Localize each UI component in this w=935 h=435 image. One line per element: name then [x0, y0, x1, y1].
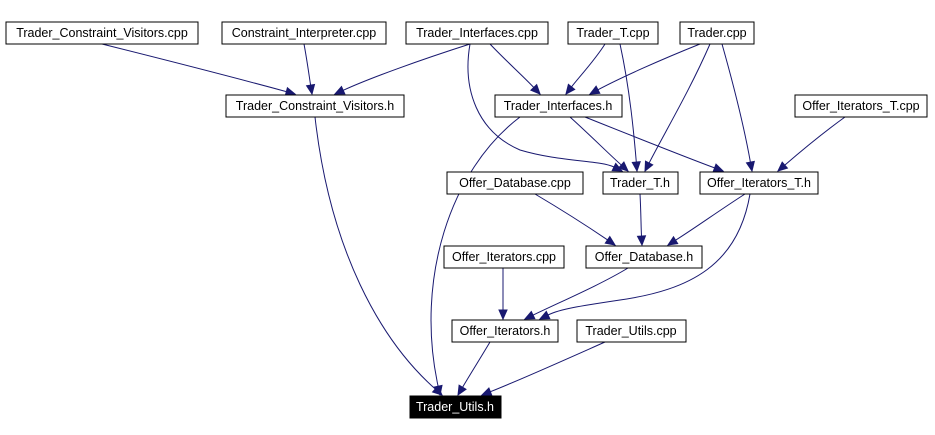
edge-line: [648, 43, 711, 164]
svg-text:Trader_Interfaces.cpp: Trader_Interfaces.cpp: [416, 26, 538, 40]
arrowhead-icon: [498, 309, 508, 321]
arrowhead-icon: [333, 85, 346, 95]
svg-text:Trader_Utils.cpp: Trader_Utils.cpp: [585, 324, 676, 338]
arrowhead-icon: [604, 235, 617, 246]
arrowhead-icon: [777, 161, 789, 172]
edge-line: [584, 116, 715, 169]
svg-text:Trader_Constraint_Visitors.cpp: Trader_Constraint_Visitors.cpp: [16, 26, 188, 40]
node-trader-constraint-visitors-h[interactable]: Trader_Constraint_Visitors.h: [225, 94, 405, 118]
edge-od-cpp-to-od-h: [534, 193, 617, 246]
node-constraint-interpreter-cpp[interactable]: Constraint_Interpreter.cpp: [221, 21, 387, 45]
node-offer-database-h[interactable]: Offer_Database.h: [585, 245, 703, 269]
svg-text:Offer_Iterators_T.cpp: Offer_Iterators_T.cpp: [802, 99, 919, 113]
edge-ti-cpp-to-tcv-h: [333, 43, 471, 95]
edge-trader-cpp-to-oit-h: [721, 43, 755, 173]
edge-tcv-cpp-to-tcv-h: [101, 43, 297, 97]
edge-line: [721, 43, 751, 163]
svg-text:Trader_T.cpp: Trader_T.cpp: [576, 26, 649, 40]
edge-ti-cpp-to-ti-h: [489, 43, 541, 95]
edge-oit-h-to-od-h: [666, 193, 746, 246]
edge-tt-cpp-to-tt-h: [619, 43, 641, 173]
edge-ci-cpp-to-tcv-h: [303, 43, 316, 96]
arrowhead-icon: [433, 384, 443, 397]
edge-line: [675, 193, 746, 241]
arrowhead-icon: [745, 160, 755, 173]
arrowhead-icon: [565, 83, 576, 95]
arrowhead-icon: [480, 387, 493, 396]
arrowhead-icon: [712, 163, 725, 173]
edge-line: [619, 43, 637, 163]
edge-oit-h-to-oi-h: [538, 193, 751, 320]
edge-line: [303, 43, 312, 86]
svg-text:Offer_Database.cpp: Offer_Database.cpp: [459, 176, 571, 190]
arrowhead-icon: [538, 310, 551, 320]
arrowhead-icon: [457, 384, 467, 397]
node-trader-utils-h[interactable]: Trader_Utils.h: [409, 395, 502, 419]
node-trader-cpp[interactable]: Trader.cpp: [679, 21, 755, 45]
arrowhead-icon: [631, 161, 641, 173]
edge-line: [784, 116, 846, 166]
node-offer-iterators-t-cpp[interactable]: Offer_Iterators_T.cpp: [794, 94, 928, 118]
svg-text:Offer_Iterators.cpp: Offer_Iterators.cpp: [452, 250, 556, 264]
edge-ti-h-to-tu-h: [430, 116, 521, 397]
node-trader-constraint-visitors-cpp[interactable]: Trader_Constraint_Visitors.cpp: [5, 21, 199, 45]
svg-text:Trader.cpp: Trader.cpp: [687, 26, 746, 40]
edge-line: [314, 116, 436, 390]
edge-tt-cpp-to-ti-h: [565, 43, 606, 95]
arrowhead-icon: [588, 85, 601, 95]
node-offer-iterators-t-h[interactable]: Offer_Iterators_T.h: [699, 171, 819, 195]
edge-trader-cpp-to-tt-h: [644, 43, 711, 173]
arrowhead-icon: [305, 83, 316, 96]
svg-text:Constraint_Interpreter.cpp: Constraint_Interpreter.cpp: [232, 26, 377, 40]
edge-line: [489, 43, 535, 88]
edge-ti-h-to-oit-h: [584, 116, 725, 173]
edge-line: [569, 116, 622, 166]
arrowhead-icon: [617, 161, 629, 172]
arrowhead-icon: [636, 235, 647, 247]
edge-tt-h-to-od-h: [636, 193, 647, 247]
edge-line: [467, 43, 615, 168]
svg-text:Trader_T.h: Trader_T.h: [610, 176, 670, 190]
edge-line: [532, 267, 629, 316]
svg-text:Offer_Iterators_T.h: Offer_Iterators_T.h: [707, 176, 811, 190]
svg-text:Offer_Database.h: Offer_Database.h: [595, 250, 693, 264]
node-offer-database-cpp[interactable]: Offer_Database.cpp: [446, 171, 584, 195]
svg-text:Trader_Interfaces.h: Trader_Interfaces.h: [504, 99, 613, 113]
edge-tcv-h-to-tu-h: [314, 116, 443, 396]
edge-line: [534, 193, 608, 241]
edge-line: [597, 43, 701, 91]
node-trader-t-h[interactable]: Trader_T.h: [602, 171, 679, 195]
edge-trader-cpp-to-ti-h: [588, 43, 701, 95]
node-offer-iterators-cpp[interactable]: Offer_Iterators.cpp: [443, 245, 565, 269]
node-trader-t-cpp[interactable]: Trader_T.cpp: [567, 21, 659, 45]
svg-text:Trader_Constraint_Visitors.h: Trader_Constraint_Visitors.h: [236, 99, 394, 113]
node-trader-interfaces-h[interactable]: Trader_Interfaces.h: [494, 94, 623, 118]
node-trader-utils-cpp[interactable]: Trader_Utils.cpp: [576, 319, 687, 343]
edge-od-h-to-oi-h: [523, 267, 629, 320]
arrowhead-icon: [523, 310, 536, 320]
edge-tu-cpp-to-tu-h: [480, 341, 606, 396]
edge-oit-cpp-to-oit-h: [777, 116, 846, 172]
node-trader-interfaces-cpp[interactable]: Trader_Interfaces.cpp: [405, 21, 549, 45]
edge-line: [490, 341, 606, 393]
arrowhead-icon: [666, 235, 679, 246]
node-offer-iterators-h[interactable]: Offer_Iterators.h: [451, 319, 559, 343]
edge-oi-h-to-tu-h: [457, 341, 491, 397]
edge-line: [639, 193, 642, 237]
edge-line: [571, 43, 606, 88]
svg-text:Trader_Utils.h: Trader_Utils.h: [416, 400, 494, 414]
edge-line: [101, 43, 287, 93]
edge-line: [430, 116, 521, 387]
arrowhead-icon: [284, 86, 297, 97]
arrowhead-icon: [644, 160, 654, 173]
edge-line: [547, 193, 751, 316]
edge-line: [462, 341, 491, 388]
edge-line: [342, 43, 471, 91]
edge-ti-h-to-tt-h: [569, 116, 629, 172]
arrowhead-icon: [529, 83, 541, 95]
edge-oi-cpp-to-oi-h: [498, 268, 508, 321]
svg-text:Offer_Iterators.h: Offer_Iterators.h: [460, 324, 551, 338]
